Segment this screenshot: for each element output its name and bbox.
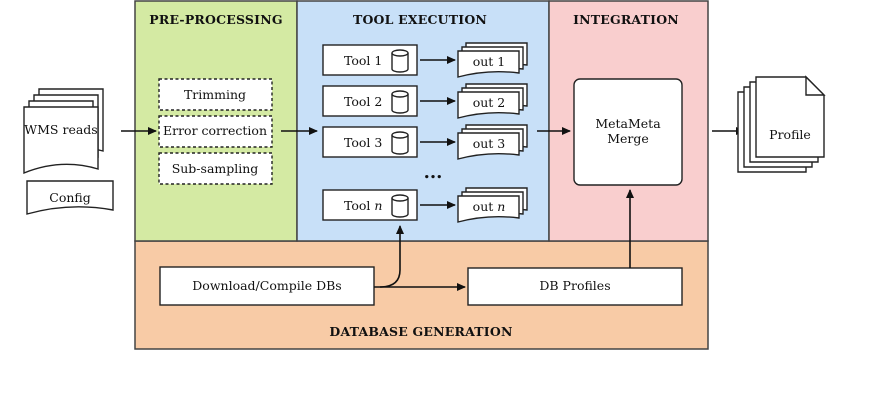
download-compile-dbs-box — [159, 266, 375, 306]
db-profiles-label: DB Profiles — [539, 278, 610, 293]
sub-sampling-step — [158, 152, 273, 185]
trimming-step — [158, 78, 273, 111]
error-correction-label: Error correction — [163, 123, 267, 138]
preprocessing-title: PRE-PROCESSING — [149, 12, 282, 27]
database-generation-title: DATABASE GENERATION — [329, 324, 512, 339]
output-stack-1 — [457, 42, 528, 78]
database-icon — [391, 194, 409, 218]
db-profiles-box — [467, 267, 683, 306]
arrow-download-to-tools — [379, 225, 404, 288]
integration-title: INTEGRATION — [573, 12, 679, 27]
config-document — [26, 180, 114, 215]
output-3-label: out 3 — [473, 136, 506, 151]
trimming-label: Trimming — [184, 87, 246, 102]
output-stack-n — [457, 187, 528, 223]
profile-label: Profile — [769, 127, 811, 142]
wms-reads-icon — [23, 88, 104, 175]
output-stack-3 — [457, 124, 528, 160]
wms-reads-label: WMS reads — [24, 122, 97, 137]
tools-ellipsis: ... — [424, 162, 443, 183]
tool-n-label: Tool n — [344, 198, 382, 213]
tool-2-label: Tool 2 — [344, 94, 382, 109]
output-2-label: out 2 — [473, 95, 506, 110]
database-icon — [391, 131, 409, 155]
tool-1-label: Tool 1 — [344, 53, 382, 68]
merge-label-line1: MetaMeta — [595, 116, 661, 131]
sub-sampling-label: Sub-sampling — [172, 161, 259, 176]
download-compile-dbs-label: Download/Compile DBs — [192, 278, 341, 293]
output-1-label: out 1 — [473, 54, 506, 69]
profile-document-icon — [737, 75, 826, 173]
merge-label-line2: Merge — [607, 131, 649, 146]
tool-execution-title: TOOL EXECUTION — [353, 12, 487, 27]
database-icon — [391, 49, 409, 73]
output-n-label: out n — [473, 199, 506, 214]
error-correction-step — [158, 115, 273, 148]
tool-3-label: Tool 3 — [344, 135, 382, 150]
metameta-merge-box — [573, 78, 683, 186]
config-label: Config — [49, 190, 90, 205]
output-stack-2 — [457, 83, 528, 119]
database-icon — [391, 90, 409, 114]
